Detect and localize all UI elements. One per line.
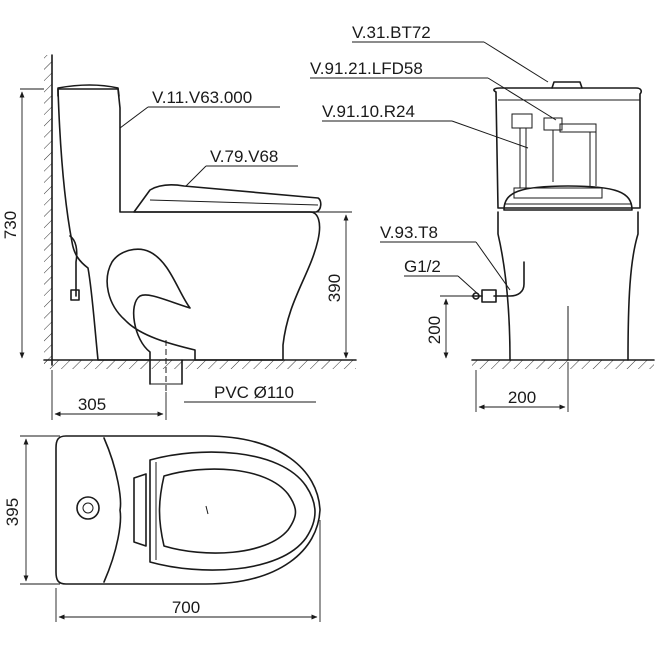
dim-supply-height: 200 [425,316,444,344]
body-leader-diag [119,106,149,129]
fill-valve-top [543,117,563,131]
front-view: V.31.BT72 V.91.21.LFD58 V.91.10.R24 V.93… [310,23,655,412]
supply-hose-side [69,235,78,297]
tank-top-curve [103,437,122,583]
toilet-body-side [57,88,321,361]
label-body: V.11.V63.000 [152,88,252,107]
seat-line [149,199,319,206]
top-view: 395 700 [3,435,321,622]
side-view: 730 390 305 PVC Ø110 V.11.V63.000 V.79.V… [1,54,357,420]
flush-button-leader-diag [483,41,549,83]
flush-button-top [76,496,100,520]
dim-length: 700 [172,598,200,617]
seat-cover-front [503,185,633,211]
fill-valve-leader-diag [487,77,557,121]
label-fill-valve: V.91.21.LFD58 [310,59,423,78]
dim-width: 395 [3,498,22,526]
label-thread: G1/2 [404,257,441,276]
fill-valve-arm [559,123,597,133]
label-drain-pipe: PVC Ø110 [214,383,294,402]
thread-leader-diag [457,275,479,295]
hinge-top [133,473,147,547]
label-flush-button: V.31.BT72 [352,23,431,42]
dim-height: 730 [1,211,20,239]
label-angle-valve: V.93.T8 [380,223,438,242]
supply-fitting-side [70,289,80,301]
tank-lid-side [57,84,120,97]
angle-valve-knob [472,292,480,300]
wall-hatch [44,55,52,365]
seat-cover-side [133,184,322,213]
dim-seat-height: 390 [325,274,344,302]
flush-valve-top [511,113,533,129]
angle-valve-leader-diag [475,241,511,291]
dim-supply-offset: 200 [508,388,536,407]
floor-hatch-front [472,360,654,369]
bowl-mark [205,505,209,515]
top-outline [55,435,321,585]
label-flush-valve: V.91.10.R24 [322,102,415,121]
floor-hatch-side [44,360,356,369]
bowl-top [158,468,297,554]
tank-front [493,87,642,209]
flush-button-front [551,81,583,89]
seat-leader-diag [185,165,207,187]
dim-rough-in: 305 [78,395,106,414]
flush-button-inner [82,502,94,514]
label-seat-cover: V.79.V68 [210,147,278,166]
supply-hose-front [493,261,525,297]
pedestal-front [497,211,639,361]
seat-top [149,451,316,571]
flush-valve-leader-diag [451,120,529,149]
